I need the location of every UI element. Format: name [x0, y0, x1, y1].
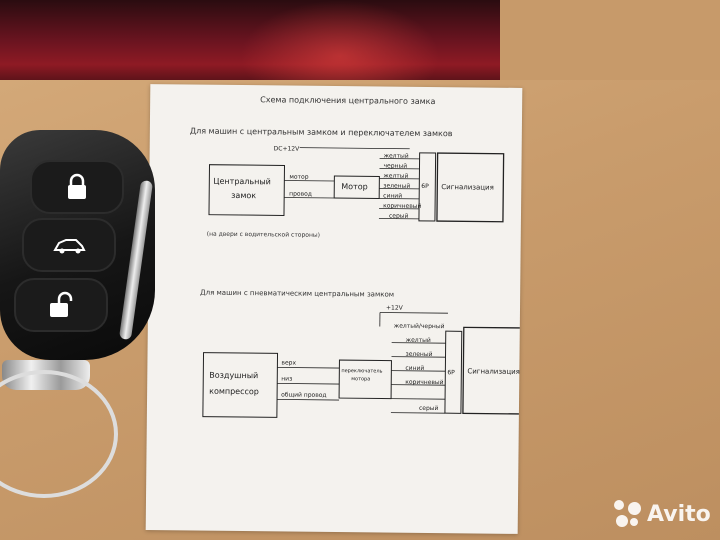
alarm-box-2 — [462, 326, 523, 415]
switch-label-2: мотора — [351, 376, 371, 383]
fob-lock-button — [30, 160, 124, 214]
key-ring — [0, 370, 118, 498]
wire-common-label: общий провод — [281, 391, 327, 399]
alarm-label-1: Сигнализация — [441, 183, 494, 192]
wire-wire-label: провод — [289, 190, 313, 198]
unlock-icon — [50, 291, 73, 317]
wire-up-label: верх — [281, 359, 297, 367]
connector-6p-2 — [444, 330, 463, 414]
wire-label: серый — [388, 212, 409, 220]
central-lock-label-2: замок — [231, 190, 257, 201]
wire-label: коричневый — [383, 202, 422, 210]
wire-label: синий — [405, 364, 425, 372]
connector-label-1: 6P — [421, 182, 429, 190]
wire-label: коричневый — [405, 378, 444, 387]
fob-trunk-button — [22, 218, 116, 272]
wire-label: серый — [418, 404, 439, 413]
connector-label-2: 6P — [447, 369, 455, 377]
wire-label: желтый — [383, 152, 409, 160]
alarm-label-2: Сигнализация — [467, 367, 520, 376]
wire-label: желтый — [383, 172, 409, 180]
dc-label: DC+12V — [273, 145, 300, 153]
avito-text: Avito — [647, 501, 711, 527]
motor-box — [333, 175, 380, 199]
instruction-sheet: Схема подключения центрального замка Для… — [145, 84, 523, 534]
wire-label: черный — [383, 162, 408, 170]
car-icon — [53, 239, 86, 254]
fob-unlock-button — [14, 278, 108, 332]
car-key-fob — [0, 120, 175, 390]
alarm-box-1 — [436, 152, 505, 223]
product-box — [0, 0, 500, 92]
wire-label: зеленый — [383, 182, 411, 190]
wiring-diagram — [202, 147, 523, 418]
driver-door-note: (на двери с водительской стороны) — [206, 230, 321, 239]
switch-label-1: переключатель — [341, 368, 383, 375]
wire-label: синий — [383, 192, 403, 200]
motor-label: Мотор — [341, 182, 368, 192]
compressor-box — [202, 352, 279, 418]
connector-6p-1 — [418, 152, 437, 222]
wire-motor-label: мотор — [289, 173, 309, 181]
switch-box — [338, 359, 392, 400]
avito-watermark: Avito — [614, 500, 711, 528]
compressor-label-2: компрессор — [209, 386, 259, 397]
wire-down-label: низ — [281, 375, 293, 383]
supply-label: +12V — [385, 304, 403, 312]
wire-label: зеленый — [405, 350, 433, 359]
central-lock-box — [208, 164, 286, 216]
wire-label: желтый/черный — [393, 322, 445, 331]
central-lock-label-1: Центральный — [213, 176, 271, 187]
lock-icon — [68, 173, 86, 199]
wire-label: желтый — [405, 336, 431, 345]
avito-logo-icon — [614, 500, 642, 528]
compressor-label-1: Воздушный — [209, 370, 259, 381]
